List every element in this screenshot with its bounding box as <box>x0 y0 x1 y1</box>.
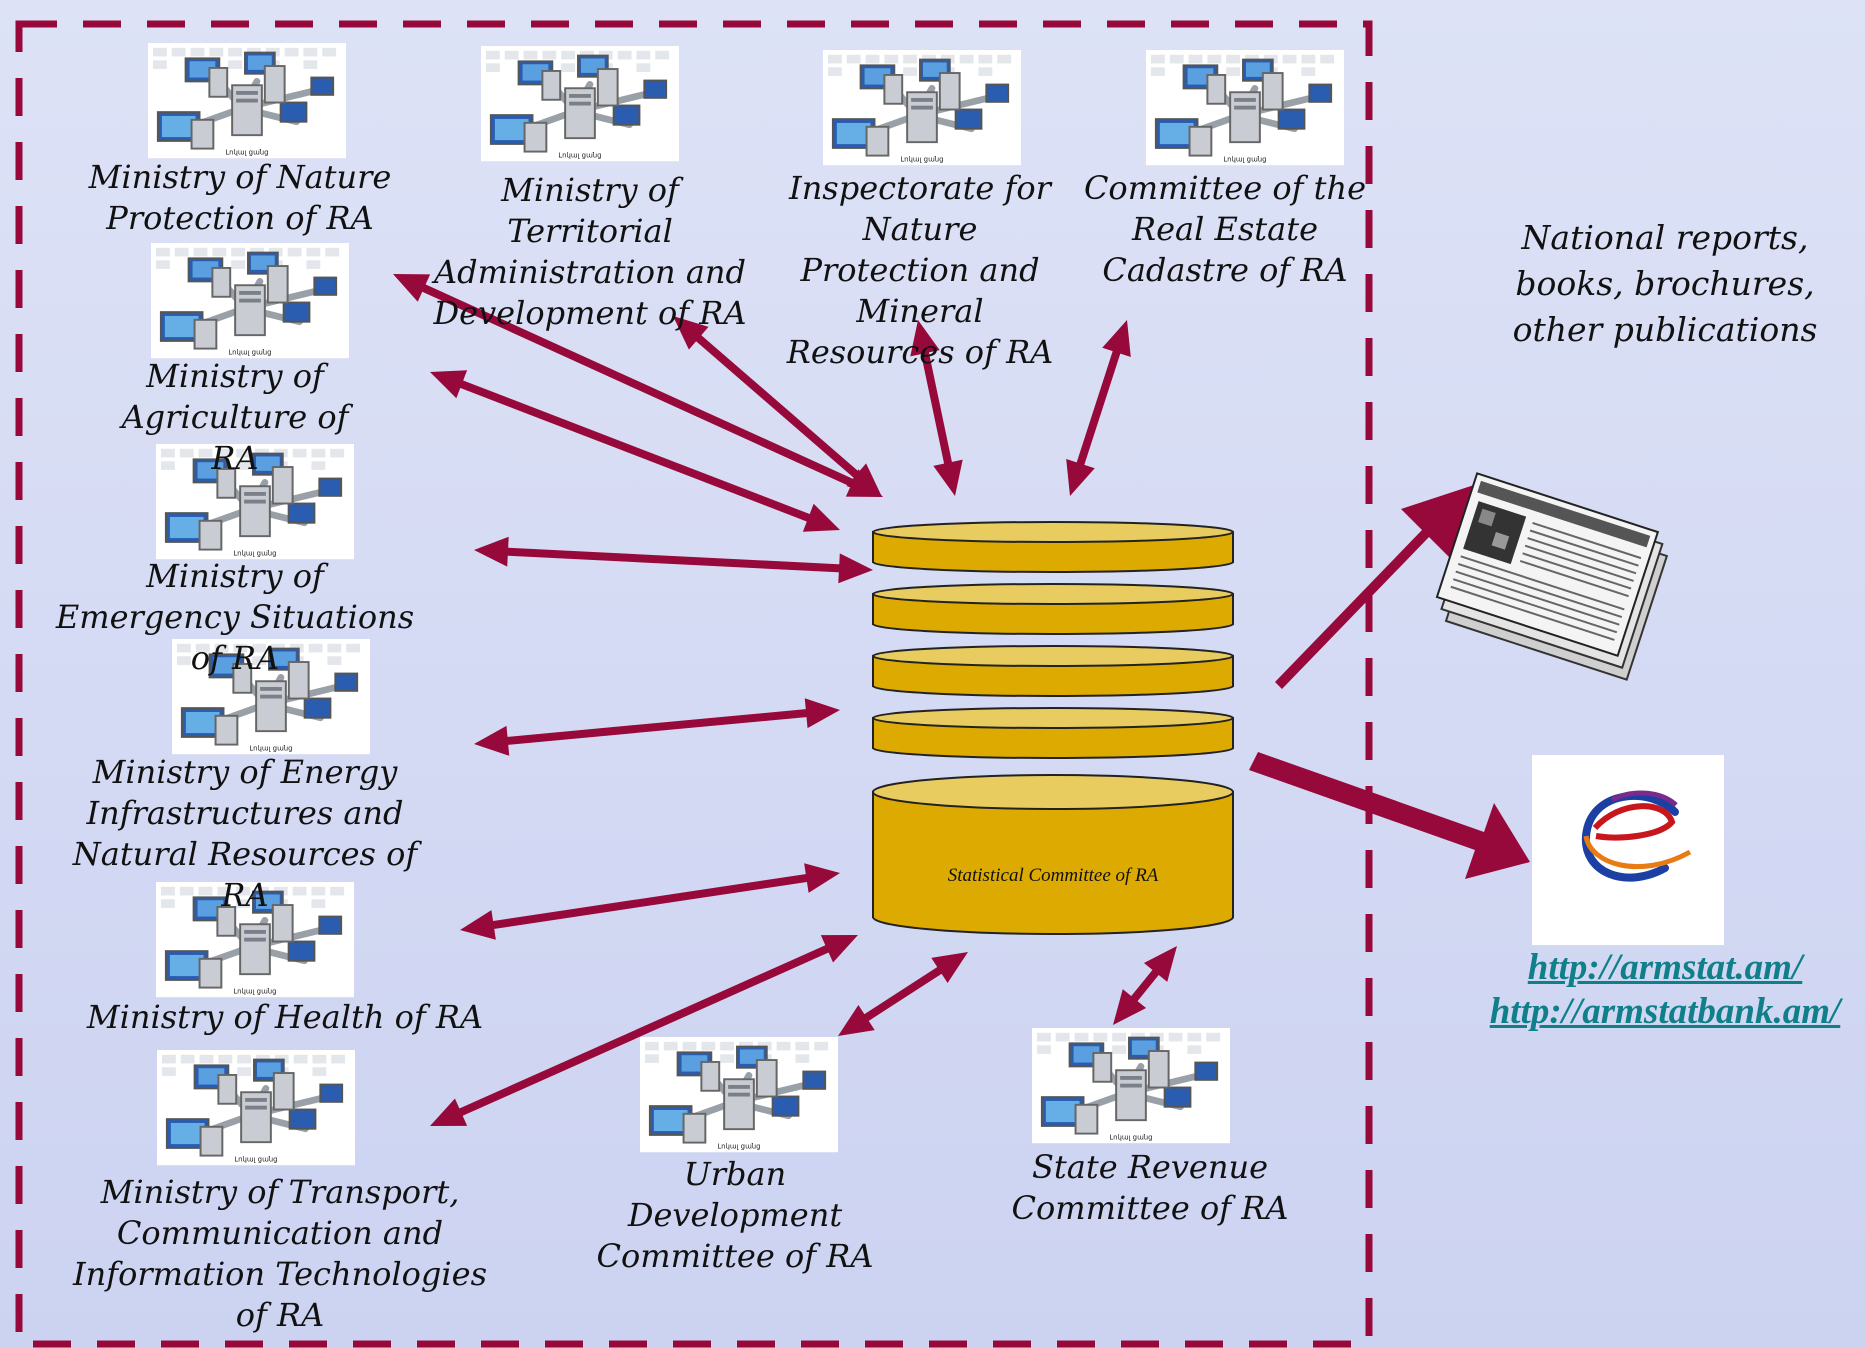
computer-network-icon <box>157 1050 355 1165</box>
arrow-agriculture <box>430 370 840 532</box>
node-label-agriculture: Ministry of Agriculture of RA <box>121 357 349 477</box>
arrow-inspectorate <box>910 320 963 496</box>
node-label-health: Ministry of Health of RA <box>86 998 484 1036</box>
node-label-inspectorate: Inspectorate for Nature Protection and M… <box>786 169 1054 371</box>
node-label-cadastre: Committee of the Real Estate Cadastre of… <box>1083 169 1367 289</box>
computer-network-icon <box>823 50 1021 165</box>
armstat-link[interactable]: http://armstat.am/ <box>1527 947 1803 988</box>
armstatbank-link[interactable]: http://armstatbank.am/ <box>1489 991 1841 1032</box>
database-disk <box>872 645 1234 697</box>
computer-network-icon <box>151 243 349 358</box>
node-label-emergency: Ministry of Emergency Situations of RA <box>55 557 415 677</box>
arrow-emergency <box>474 536 873 584</box>
hub-label: Statistical Committee of RA <box>947 865 1159 886</box>
node-label-urban: Urban Development Committee of RA <box>596 1155 874 1275</box>
arrow-urban <box>838 952 968 1036</box>
output-arrow-website <box>1249 752 1530 879</box>
node-label-energy: Ministry of Energy Infrastructures and N… <box>72 753 418 914</box>
database-disk <box>872 707 1234 759</box>
database-disk <box>872 521 1234 573</box>
node-label-transport: Ministry of Transport, Communication and… <box>73 1173 487 1334</box>
e-logo-icon <box>1532 755 1724 945</box>
arrow-transport <box>430 935 858 1126</box>
publications-label: National reports, books, brochures, othe… <box>1512 218 1818 349</box>
node-label-nature: Ministry of Nature Protection of RA <box>88 158 392 237</box>
database-main <box>872 774 1234 935</box>
output-arrow-publications <box>1275 485 1474 689</box>
database-disk <box>872 583 1234 635</box>
connector-arrows <box>393 274 1177 1126</box>
arrow-cadastre <box>1066 320 1131 496</box>
computer-network-icon <box>640 1037 838 1152</box>
computer-network-icon <box>148 43 346 158</box>
computer-network-icon <box>481 46 679 161</box>
arrow-energy <box>474 698 840 756</box>
node-label-territorial: Ministry of Territorial Administration a… <box>433 171 747 332</box>
node-label-revenue: State Revenue Committee of RA <box>1011 1148 1289 1227</box>
boundary-dashed <box>15 20 1373 1348</box>
arrow-health <box>460 863 840 940</box>
arrow-revenue <box>1113 946 1177 1025</box>
arrow-territorial <box>673 316 882 497</box>
computer-network-icon <box>1146 50 1344 165</box>
newspaper-icon <box>1435 472 1669 681</box>
computer-network-icon <box>1032 1028 1230 1143</box>
database-stack <box>872 521 1234 935</box>
